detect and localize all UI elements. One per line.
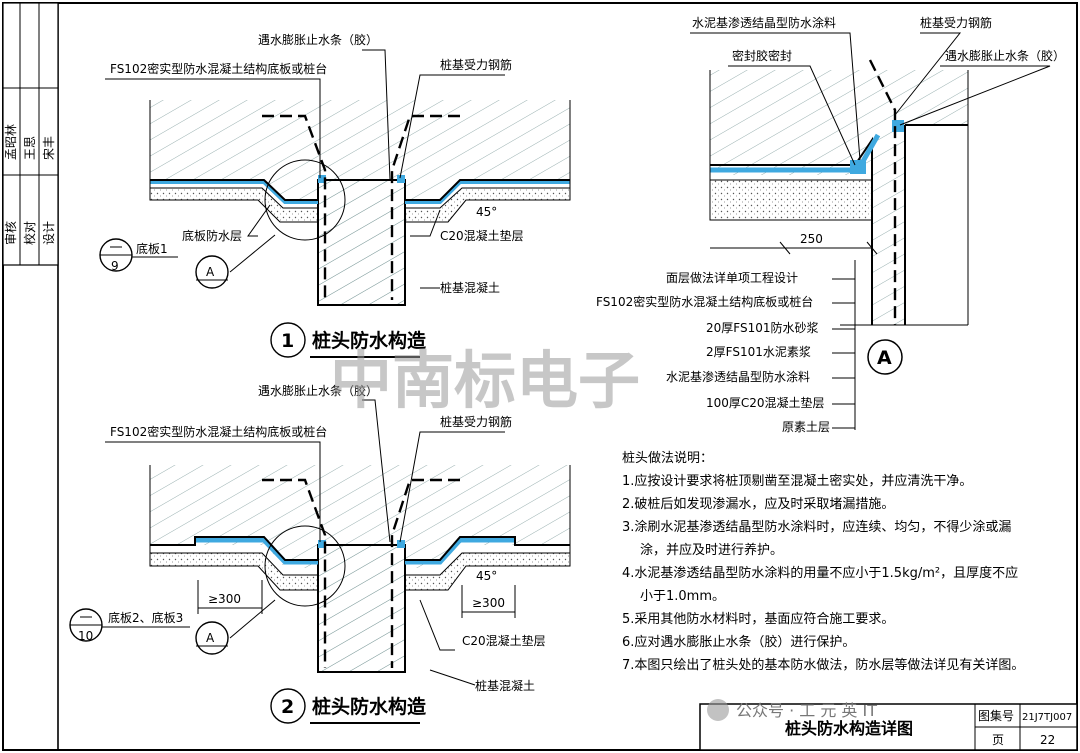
d1-title: 桩头防水构造	[312, 329, 427, 352]
d1-label-angle: 45°	[476, 205, 497, 219]
d2-pile	[317, 544, 406, 673]
note-3b: 涂，并应及时进行养护。	[640, 542, 783, 558]
d2-rebar-right	[390, 478, 460, 668]
d2-waterproof-layer	[195, 537, 318, 565]
note-5: 5.采用其他防水材料时，基面应符合施工要求。	[622, 611, 894, 627]
watermark: 中南标电子	[330, 344, 640, 417]
d2-floor-ref: 底板2、底板3	[108, 610, 183, 625]
sign-block: 审核 校对 设计 孟昭林 王思 宋丰	[2, 2, 59, 266]
note-4b: 小于1.0mm。	[640, 589, 725, 604]
da-layer-7: 原素土层	[782, 420, 830, 434]
d2-detail-ref: A	[206, 631, 215, 645]
note-2: 2.破桩后如发现渗漏水，应及时采取堵漏措施。	[622, 496, 894, 512]
note-6: 6.应对遇水膨胀止水条（胶）进行保护。	[622, 634, 855, 650]
d1-detail-ref: A	[206, 265, 215, 279]
da-layer-2: FS102密实型防水混凝土结构底板或桩台	[596, 294, 813, 309]
d2-ref-sheet: 10	[78, 629, 93, 643]
da-callout-rebar: 桩基受力钢筋	[920, 15, 992, 30]
d2-label-rebar: 桩基受力钢筋	[440, 414, 512, 429]
d2-cushion	[149, 552, 319, 591]
da-callout-coating: 水泥基渗透结晶型防水涂料	[692, 15, 836, 30]
note-3: 3.涂刷水泥基渗透结晶型防水涂料时，应连续、均匀，不得少涂或漏	[622, 519, 1011, 535]
d1-label-cushion: C20混凝土垫层	[440, 228, 524, 243]
sign-name-3: 宋丰	[41, 136, 56, 160]
da-label: A	[877, 347, 892, 369]
da-layer-6: 100厚C20混凝土垫层	[706, 395, 825, 410]
d1-ref-sheet: 9	[111, 259, 119, 273]
svg-text:公众号 · 工 元 英 IT: 公众号 · 工 元 英 IT	[736, 701, 877, 720]
atlas-number: 21J7TJ007	[1022, 712, 1072, 723]
d2-label-angle: 45°	[476, 569, 497, 583]
d2-label-pile: 桩基混凝土	[475, 678, 535, 693]
d2-detail-circle	[264, 525, 346, 607]
da-slab	[710, 70, 968, 325]
d1-label-membrane: 底板防水层	[182, 228, 242, 243]
d1-waterproof-layer	[150, 180, 318, 204]
d1-label-waterstop: 遇水膨胀止水条（胶）	[258, 32, 378, 47]
d1-title-number: 1	[281, 330, 294, 352]
note-7: 7.本图只绘出了桩头处的基本防水做法，防水层等做法详见有关详图。	[622, 657, 1024, 673]
wechat-watermark: 公众号 · 工 元 英 IT	[707, 699, 877, 721]
sign-name-2: 王思	[23, 136, 37, 160]
sign-name-1: 孟昭林	[4, 124, 18, 160]
d2-title-number: 2	[281, 696, 294, 718]
da-layer-4: 2厚FS101水泥素浆	[706, 344, 811, 359]
drawing-title: 桩头防水构造详图	[785, 719, 913, 738]
da-layer-5: 水泥基渗透结晶型防水涂料	[666, 369, 810, 384]
da-label-bubble	[867, 339, 903, 375]
d2-dim-right: ≥300	[461, 585, 516, 618]
d1-pile	[317, 179, 406, 306]
sign-role-2: 校对	[22, 221, 37, 245]
atlas-label: 图集号	[978, 708, 1014, 723]
d1-cushion	[149, 187, 319, 223]
da-callout-sealant: 密封胶密封	[732, 48, 792, 63]
notes: 桩头做法说明： 1.应按设计要求将桩顶剔凿至混凝土密实处，并应清洗干净。 2.破…	[622, 451, 1024, 673]
da-callout-waterstop: 遇水膨胀止水条（胶）	[945, 48, 1065, 63]
svg-text:≥300: ≥300	[208, 592, 241, 606]
d2-label-slab: FS102密实型防水混凝土结构底板或桩台	[110, 424, 327, 439]
da-layer-1: 面层做法详单项工程设计	[666, 270, 798, 285]
note-1: 1.应按设计要求将桩顶剔凿至混凝土密实处，并应清洗干净。	[622, 473, 972, 489]
note-4: 4.水泥基渗透结晶型防水涂料的用量不应小于1.5kg/m²，且厚度不应	[622, 565, 1018, 581]
da-rebar	[868, 59, 897, 325]
d1-detail-circle	[264, 159, 346, 241]
page-number: 22	[1040, 733, 1055, 747]
svg-text:≥300: ≥300	[472, 596, 505, 610]
d1-floor-ref: 底板1	[136, 241, 168, 256]
title-block: 桩头防水构造详图 图集号 21J7TJ007 页 22	[699, 703, 1078, 751]
page-label: 页	[992, 733, 1004, 747]
d2-dim-left: ≥300	[197, 580, 263, 614]
sign-role-3: 设计	[42, 221, 56, 245]
d1-rebar-right	[390, 114, 460, 300]
d2-label-cushion: C20混凝土垫层	[462, 633, 546, 648]
detail-a: 250 水泥基渗透结晶型防水涂料 桩基受力钢筋 密封胶密封 遇水膨胀止水条（胶）…	[596, 15, 1065, 434]
d1-label-slab: FS102密实型防水混凝土结构底板或桩台	[110, 61, 327, 76]
detail-2: ≥300 ≥300 遇水膨胀止水条（胶） FS102密实型防水混凝土结构底板或桩…	[69, 383, 571, 724]
d1-label-pile: 桩基混凝土	[440, 280, 500, 295]
da-cushion	[709, 179, 873, 221]
sign-role-1: 审核	[3, 221, 18, 245]
d2-rebar-left	[262, 478, 327, 668]
da-layer-3: 20厚FS101防水砂浆	[706, 320, 818, 335]
d1-label-rebar: 桩基受力钢筋	[440, 57, 512, 72]
d2-label-waterstop: 遇水膨胀止水条（胶）	[258, 383, 378, 398]
notes-title: 桩头做法说明：	[622, 451, 713, 466]
da-dim: 250	[710, 232, 878, 255]
d2-title: 桩头防水构造	[312, 695, 427, 718]
detail-1: 遇水膨胀止水条（胶） FS102密实型防水混凝土结构底板或桩台 桩基受力钢筋 底…	[99, 32, 571, 358]
inner-frame	[57, 2, 1078, 751]
svg-text:250: 250	[800, 232, 823, 246]
